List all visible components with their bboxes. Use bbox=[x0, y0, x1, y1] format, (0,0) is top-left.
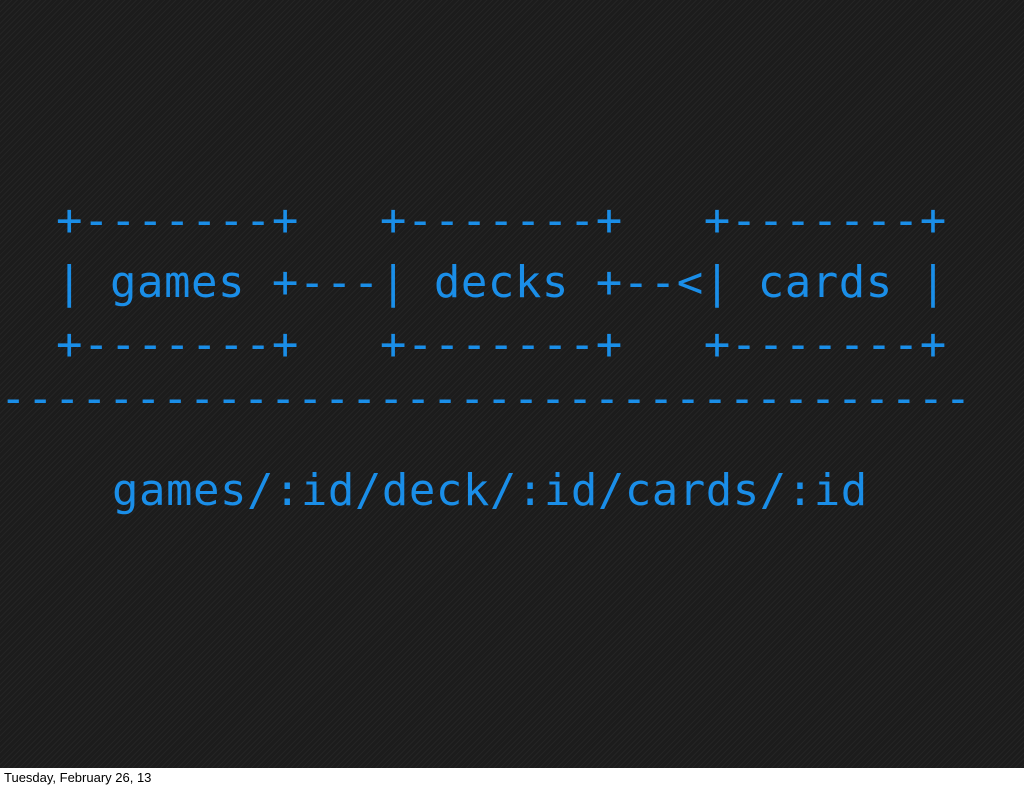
separator-line: ------------------------------------ bbox=[0, 373, 972, 424]
route-path: games/:id/deck/:id/cards/:id bbox=[112, 465, 868, 516]
slide: +-------+ +-------+ +-------+ | games +-… bbox=[0, 0, 1024, 768]
diagram-line-entities: | games +---| decks +--<| cards | bbox=[56, 257, 947, 308]
entity-diagram: +-------+ +-------+ +-------+ | games +-… bbox=[56, 190, 947, 376]
diagram-line-top: +-------+ +-------+ +-------+ bbox=[56, 195, 947, 246]
diagram-line-bottom: +-------+ +-------+ +-------+ bbox=[56, 319, 947, 370]
footer-date: Tuesday, February 26, 13 bbox=[4, 770, 152, 785]
